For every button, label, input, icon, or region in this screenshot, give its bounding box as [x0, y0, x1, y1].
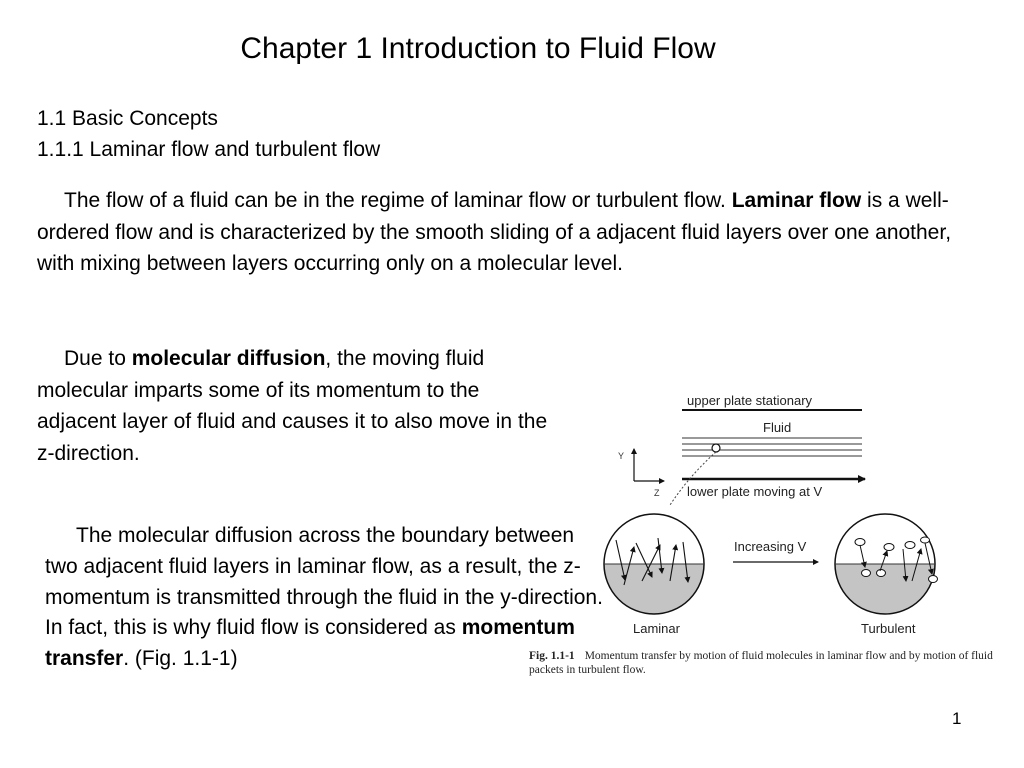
para-1-text-a: The flow of a fluid can be in the regime…: [64, 189, 732, 212]
laminar-lower-layer: [604, 564, 704, 614]
y-axis-label: Y: [618, 451, 624, 461]
turbulent-lower-layer: [835, 564, 935, 614]
fluid-label: Fluid: [763, 420, 791, 435]
upper-plate-label: upper plate stationary: [687, 393, 813, 408]
para-1-term: Laminar flow: [731, 189, 862, 212]
increasing-v-label: Increasing V: [734, 539, 807, 554]
caption-label: Fig. 1.1-1: [529, 650, 575, 662]
paragraph-laminar-definition: The flow of a fluid can be in the regime…: [37, 185, 987, 280]
turbulent-label: Turbulent: [861, 621, 916, 636]
paragraph-momentum-transfer: The molecular diffusion across the bound…: [45, 521, 605, 675]
momentum-transfer-figure: upper plate stationary Fluid lower plate…: [520, 385, 1024, 685]
para-2-term: molecular diffusion: [131, 347, 326, 370]
figure-drawing: upper plate stationary Fluid lower plate…: [603, 393, 938, 636]
laminar-molecule-arrows: [615, 537, 691, 586]
subsection-heading: 1.1.1 Laminar flow and turbulent flow: [37, 138, 381, 161]
para-3-text-b: . (Fig. 1.1-1): [123, 647, 238, 671]
para-2-text-a: Due to: [64, 347, 132, 370]
paragraph-molecular-diffusion: Due to molecular diffusion, the moving f…: [37, 343, 557, 469]
para-2-text-b: , the moving fluid molecular imparts som…: [37, 347, 548, 465]
fluid-molecule-icon: [711, 443, 721, 453]
section-heading: 1.1 Basic Concepts: [37, 107, 218, 130]
lower-plate-label: lower plate moving at V: [687, 484, 822, 499]
para-1-text-b: is a well-ordered flow and is characteri…: [37, 189, 952, 275]
para-3-text-a: The molecular diffusion across the bound…: [45, 524, 603, 640]
page-title: Chapter 1 Introduction to Fluid Flow: [240, 32, 716, 65]
laminar-label: Laminar: [633, 621, 681, 636]
page-number: 1: [952, 709, 962, 728]
caption-text: Momentum transfer by motion of fluid mol…: [529, 650, 993, 676]
para-3-term: momentum transfer: [45, 616, 575, 671]
turbulent-fluid-packets: [854, 536, 938, 583]
z-axis-label: Z: [654, 488, 660, 498]
